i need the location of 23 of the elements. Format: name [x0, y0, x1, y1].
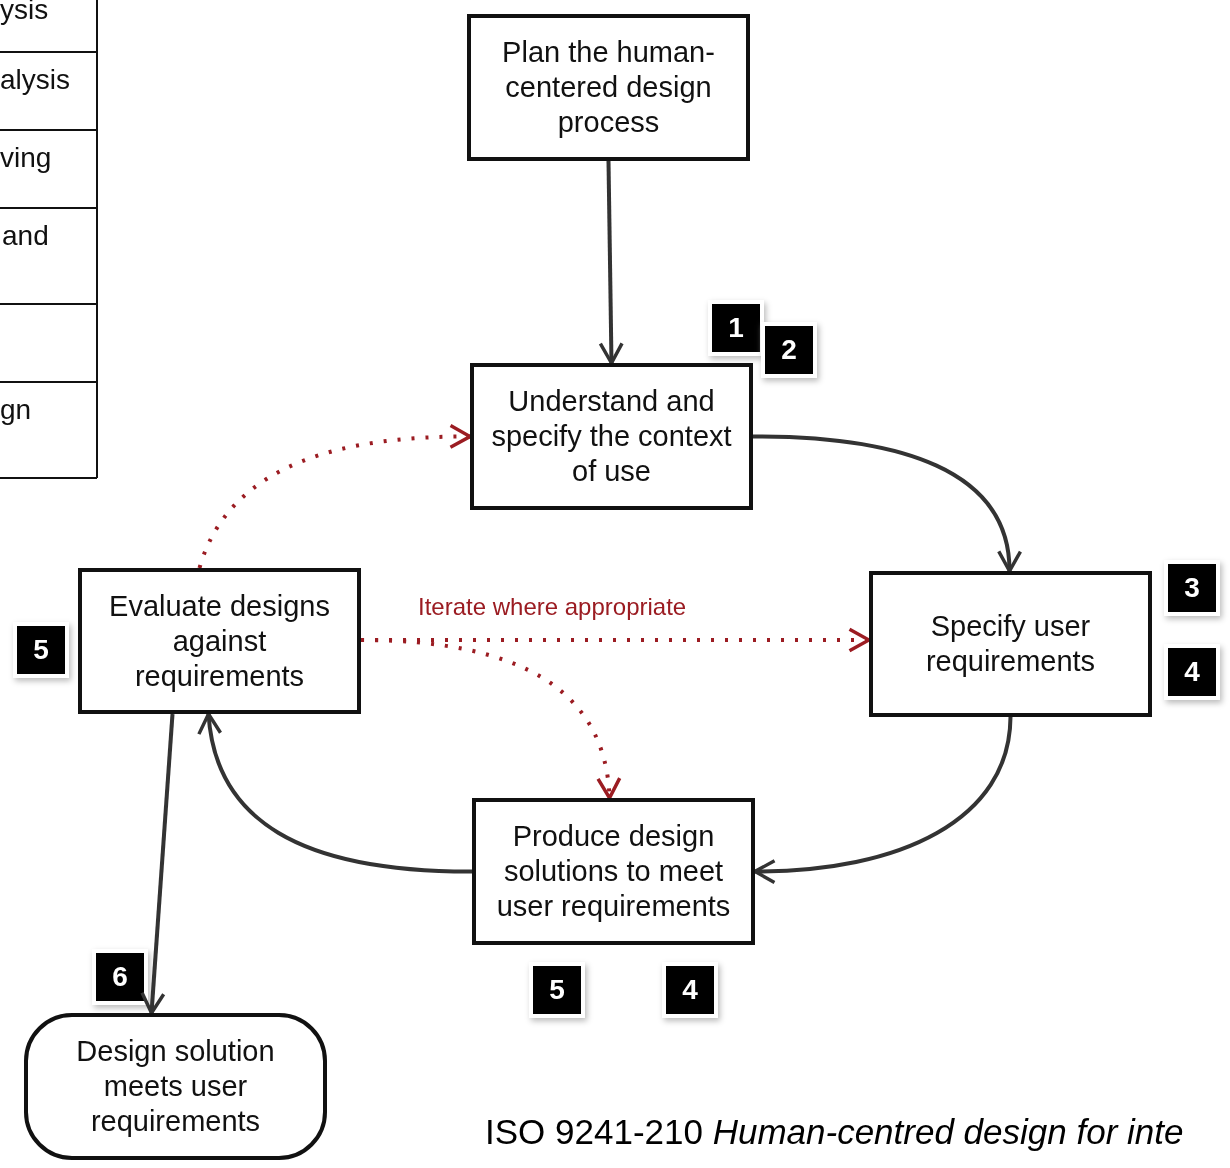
arrow [752, 434, 1021, 573]
process-box [869, 571, 1152, 717]
box-text: Design solution meets user requirements [75, 1034, 276, 1139]
table-cell-text: and [2, 220, 49, 252]
process-box [472, 798, 755, 945]
table-cell-text: alysis [0, 64, 70, 96]
caption: ISO 9241-210 Human-centred design for inte [485, 1112, 1184, 1152]
box-text: Evaluate designs against requirements [108, 588, 331, 694]
table-cell-text: gn [0, 394, 32, 426]
box-text: Understand and specify the context of use [490, 384, 733, 489]
process-box [78, 568, 361, 714]
arrow [198, 712, 473, 874]
box-text: Produce design solutions to meet user requirements [495, 819, 732, 924]
box-text: Specify user requirements [924, 609, 1097, 679]
arrow [140, 713, 175, 1015]
table-cell-text: ving [0, 142, 52, 174]
box-text: Plan the human-centered design process [501, 35, 716, 140]
process-box [467, 14, 750, 161]
arrow [598, 160, 624, 365]
edge-label: Iterate where appropriate [418, 593, 687, 621]
terminal-box [24, 1013, 327, 1160]
process-box [470, 363, 753, 510]
dashed-arrow [197, 424, 472, 569]
